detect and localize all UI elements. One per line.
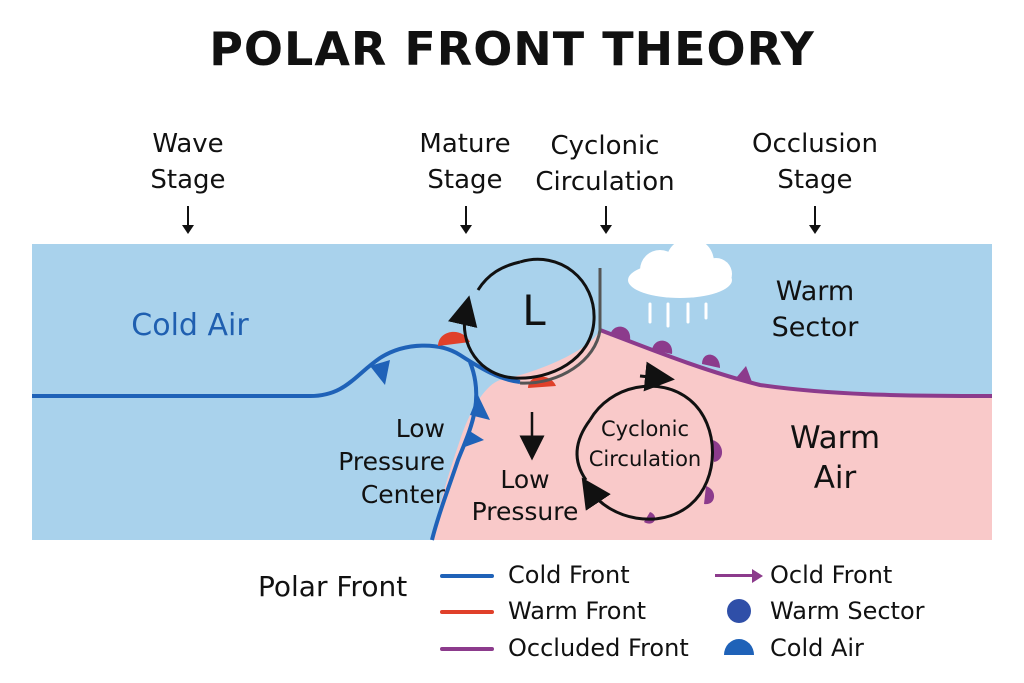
stage-label-wave: Wave Stage [150, 129, 226, 195]
cold-front-legend-swatch [440, 574, 494, 578]
warm-air-label: Warm Air [789, 420, 881, 496]
legend-occluded-front: Occluded Front [508, 634, 689, 662]
warm-front-legend-swatch [440, 610, 494, 614]
legend-cold-air: Cold Air [770, 634, 864, 662]
warm-sector-dot-icon [727, 599, 751, 623]
legend-cold-front: Cold Front [508, 561, 630, 589]
arrow-down-icon [600, 206, 612, 234]
arrow-down-icon [182, 206, 194, 234]
warm-sector-label: Warm Sector [771, 276, 859, 343]
legend-warm-sector: Warm Sector [770, 597, 925, 625]
legend-warm-front: Warm Front [508, 597, 647, 625]
occluded-front-bump [702, 354, 720, 368]
arrow-down-icon [460, 206, 472, 234]
front-diagram [32, 238, 993, 541]
cold-front-triangle [370, 360, 390, 385]
polar-front-line [32, 343, 521, 398]
occluded-front-bump [712, 440, 723, 462]
circulation-arrow-icon [575, 419, 592, 481]
stage-label-occlusion: Occlusion Stage [752, 129, 878, 195]
cold-front-triangle [462, 430, 484, 448]
cloud-icon [628, 238, 732, 298]
stage-label-mature: Mature Stage [419, 129, 511, 195]
circulation-arrow-icon [476, 260, 521, 291]
occluded-front-line [599, 328, 993, 398]
legend-ocld-front: Ocld Front [770, 561, 893, 589]
occluded-front-legend-swatch [440, 647, 494, 651]
low-pressure-symbol: L [522, 286, 546, 335]
legend-polar-front: Polar Front [258, 570, 408, 603]
occluded-front-bump [610, 326, 631, 340]
cyclonic-circulation-label: Cyclonic Circulation [588, 417, 702, 471]
cold-front-line [430, 361, 479, 541]
low-pressure-label: Low Pressure [471, 465, 579, 526]
occluded-front-bump [652, 340, 673, 354]
page-title: POLAR FRONT THEORY [209, 22, 815, 76]
arrow-right-icon [715, 574, 755, 577]
cold-air-label: Cold Air [131, 308, 249, 343]
cold-front-triangle [470, 395, 490, 420]
cold-air-drop-icon [724, 639, 754, 655]
circulation-arrow-icon [448, 257, 596, 380]
circulation-arrow-icon [581, 384, 714, 521]
warm-front-bump [438, 331, 470, 346]
rain-icon [648, 302, 708, 328]
front-boundary-line [519, 268, 602, 385]
low-pressure-center-label: Low Pressure Center [338, 414, 445, 509]
circulation-arrow-icon [639, 361, 675, 392]
occluded-front-bump [736, 366, 752, 382]
occluded-front-bump [704, 486, 715, 505]
stage-label-cyclonic: Cyclonic Circulation [535, 131, 675, 197]
arrow-right-icon-head [752, 569, 763, 583]
arrow-down-icon [809, 206, 821, 234]
